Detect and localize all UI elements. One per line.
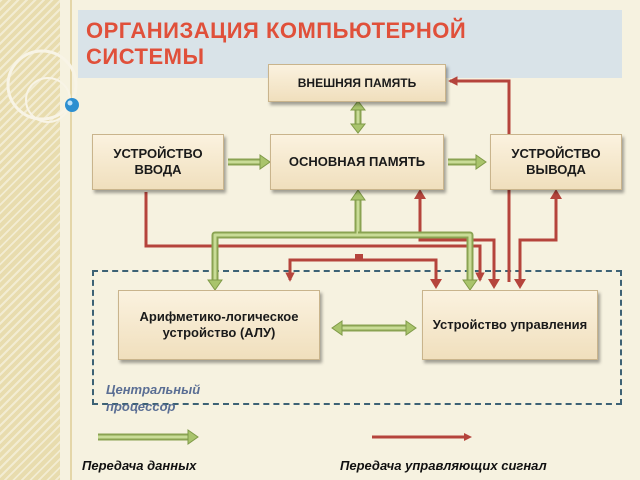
data-arrowhead-to-main-memory [350,189,366,201]
control-arrow-from-main-memory [418,192,496,282]
input-device-label: УСТРОЙСТВО ВВОДА [113,146,203,177]
data-arrowhead-cpu-left [331,320,343,336]
arrowhead-control-unit-3 [514,279,526,289]
output-device-label: УСТРОЙСТВО ВЫВОДА [511,146,601,177]
page-title: ОРГАНИЗАЦИЯ КОМПЬЮТЕРНОЙ СИСТЕМЫ [86,18,467,69]
data-arrowhead-to-control [462,279,478,291]
control-arrow-from-input [144,192,485,282]
control-unit-box: Устройство управления [422,290,598,360]
alu-label: Арифметико-логическое устройство (АЛУ) [139,309,299,340]
input-device-box: УСТРОЙСТВО ВВОДА [92,134,224,190]
arrowhead-control-unit-2 [488,279,500,289]
main-memory-box: ОСНОВНАЯ ПАМЯТЬ [270,134,444,190]
data-arrowhead-ext-up [349,100,367,111]
cpu-label: Центральный процессор [106,382,201,414]
external-memory-box: ВНЕШНЯЯ ПАМЯТЬ [268,64,446,102]
main-memory-label: ОСНОВНАЯ ПАМЯТЬ [288,154,426,169]
data-arrowhead-memory-to-output [475,154,487,170]
data-arrowhead-cpu-right [405,320,417,336]
control-arrow-to-output [518,192,558,282]
data-arrowhead-ext-down [349,123,367,134]
control-arrow-to-external-memory [448,76,511,282]
legend-control-signals: Передача управляющих сигнал [340,458,547,473]
legend-data-arrowhead [187,429,199,445]
control-stub [355,254,363,259]
arrowhead-control-unit [430,279,442,289]
alu-box: Арифметико-логическое устройство (АЛУ) [118,290,320,360]
cpu-frame [92,270,622,405]
decorative-sidebar [0,0,60,480]
data-arrowhead-input-to-memory [259,154,271,170]
legend-data-transfer: Передача данных [82,458,197,473]
decorative-line [70,0,72,480]
control-unit-label: Устройство управления [432,317,588,332]
arrowhead-main-memory [414,189,426,199]
control-arrow-to-alu [285,258,438,282]
data-arrowhead-to-alu [207,279,223,291]
arrowhead-output [550,189,562,199]
external-memory-label: ВНЕШНЯЯ ПАМЯТЬ [297,76,417,90]
legend-control-arrowhead [464,433,472,441]
output-device-box: УСТРОЙСТВО ВЫВОДА [490,134,622,190]
